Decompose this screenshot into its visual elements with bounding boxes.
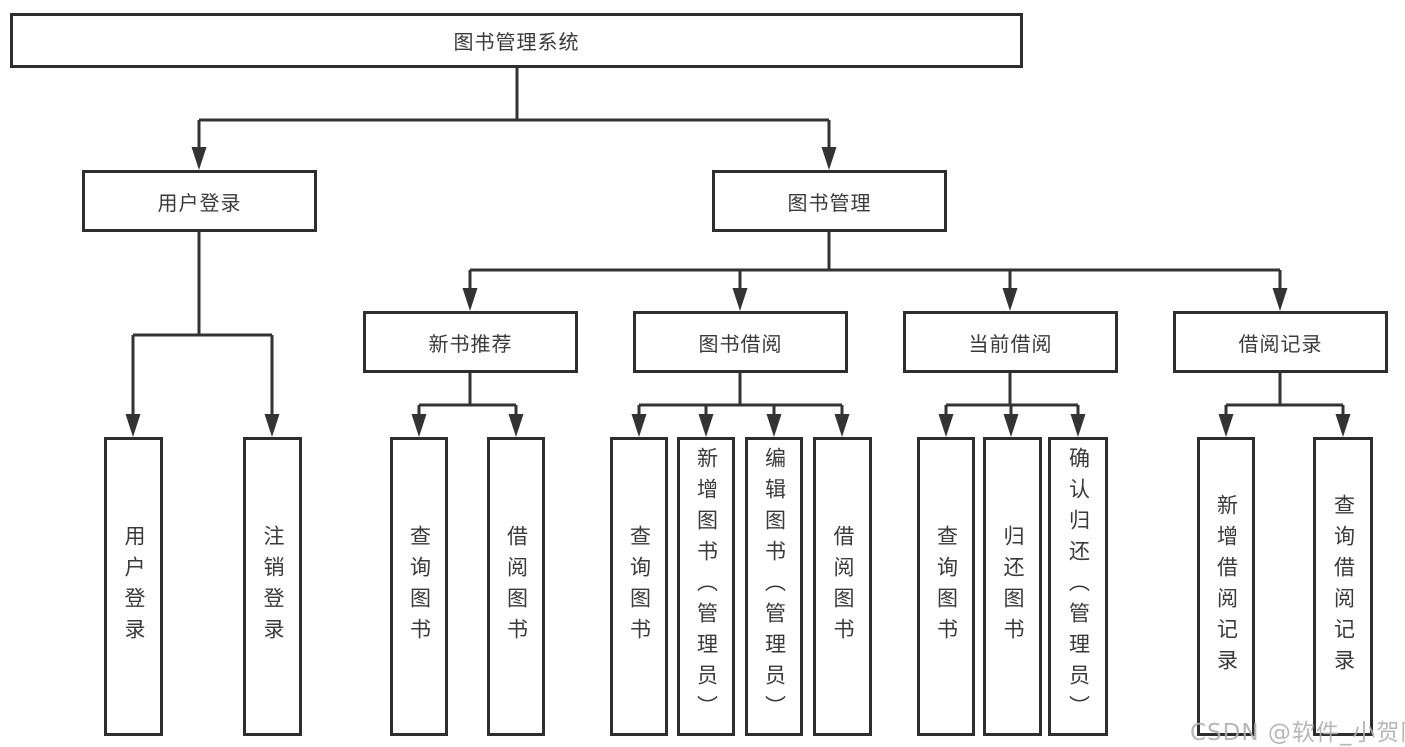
arrowhead-icon — [411, 414, 427, 437]
node-leaf-add-books-admin: 新增图书（管理员） — [677, 437, 735, 736]
arrowhead-icon — [191, 147, 207, 170]
node-leaf-query-books-3: 查询图书 — [917, 437, 975, 736]
arrowhead-icon — [1218, 414, 1234, 437]
node-leaf-query-books-2: 查询图书 — [610, 437, 668, 736]
arrowhead-icon — [508, 414, 524, 437]
node-leaf-user-login: 用户登录 — [104, 437, 163, 736]
arrowhead-icon — [938, 414, 954, 437]
arrowhead-icon — [821, 147, 837, 170]
arrowhead-icon — [264, 414, 280, 437]
node-leaf-logout: 注销登录 — [243, 437, 302, 736]
arrowhead-icon — [732, 288, 748, 311]
node-leaf-borrow-books-1: 借阅图书 — [487, 437, 545, 736]
arrowhead-icon — [1272, 288, 1288, 311]
node-leaf-confirm-return-admin: 确认归还（管理员） — [1048, 437, 1108, 736]
node-leaf-query-books-1: 查询图书 — [390, 437, 448, 736]
node-branch-user-login: 用户登录 — [82, 170, 317, 232]
node-leaf-borrow-books-2: 借阅图书 — [813, 437, 872, 736]
arrowhead-icon — [766, 414, 782, 437]
arrowhead-icon — [462, 288, 478, 311]
arrowhead-icon — [834, 414, 850, 437]
node-leaf-query-borrow-record: 查询借阅记录 — [1313, 437, 1373, 736]
arrowhead-icon — [1003, 414, 1019, 437]
node-book-borrowing: 图书借阅 — [633, 311, 848, 373]
node-branch-book-management: 图书管理 — [712, 170, 947, 232]
node-new-book-recommend: 新书推荐 — [363, 311, 578, 373]
node-borrowing-records: 借阅记录 — [1173, 311, 1388, 373]
node-root-library-system: 图书管理系统 — [10, 13, 1023, 68]
csdn-watermark: CSDN @软件_小贺同学 — [1190, 720, 1405, 746]
node-leaf-edit-books-admin: 编辑图书（管理员） — [745, 437, 803, 736]
node-leaf-add-borrow-record: 新增借阅记录 — [1197, 437, 1255, 736]
arrowhead-icon — [1002, 288, 1018, 311]
arrowhead-icon — [1070, 414, 1086, 437]
arrowhead-icon — [631, 414, 647, 437]
arrowhead-icon — [1335, 414, 1351, 437]
arrowhead-icon — [125, 414, 141, 437]
node-leaf-return-books: 归还图书 — [983, 437, 1042, 736]
arrowhead-icon — [698, 414, 714, 437]
node-current-borrowing: 当前借阅 — [903, 311, 1118, 373]
